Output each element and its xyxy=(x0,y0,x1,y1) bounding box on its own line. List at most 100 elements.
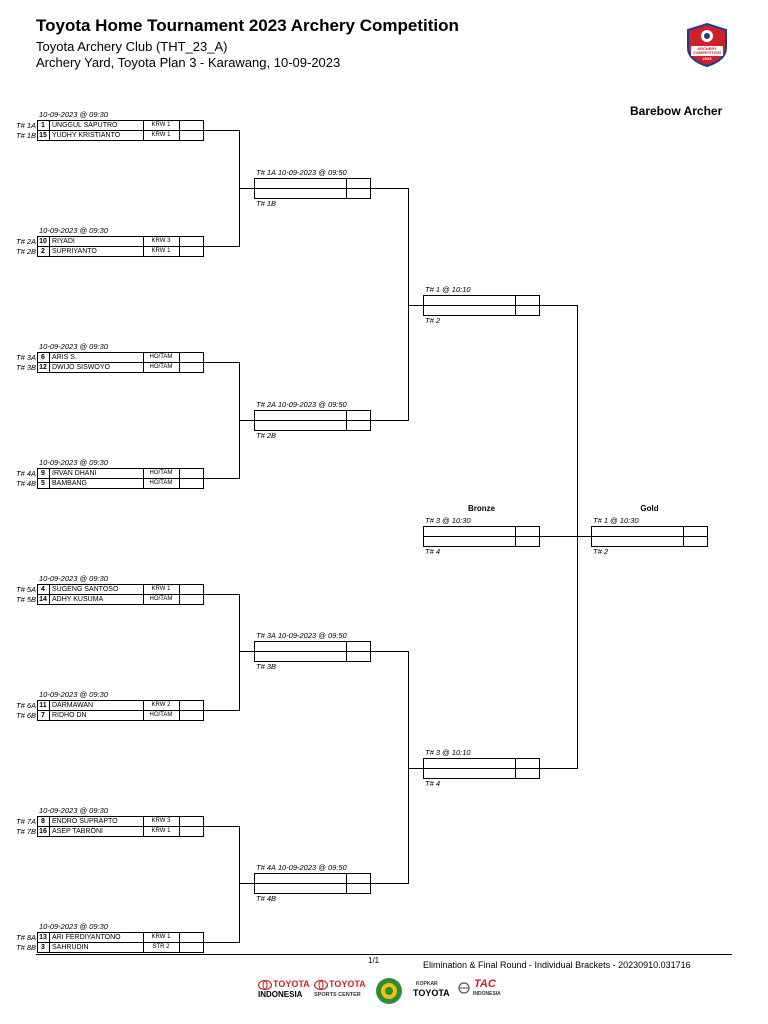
seed-number: 13 xyxy=(39,934,47,941)
archer-name: BAMBANG xyxy=(52,480,88,487)
archer-slot[interactable] xyxy=(37,594,204,605)
archer-slot[interactable] xyxy=(423,768,540,779)
semifinal-match: T# 1 @ 10:10 T# 2 xyxy=(423,285,543,325)
archer-slot[interactable] xyxy=(423,305,540,316)
target-label: T# 5B xyxy=(15,595,36,604)
archer-slot[interactable] xyxy=(254,883,371,894)
match-time: 10-09-2023 @ 09:30 xyxy=(39,458,108,467)
page-number: 1/1 xyxy=(368,956,380,965)
match-time: 10-09-2023 @ 09:30 xyxy=(39,342,108,351)
archer-name: RIYADI xyxy=(52,238,75,245)
target-label: T# 6B xyxy=(15,711,36,720)
archer-name: ARI FERDIYANTONO xyxy=(52,934,121,941)
semifinal-match: T# 3 @ 10:10 T# 4 xyxy=(423,748,543,788)
archer-slot[interactable] xyxy=(254,420,371,431)
match-time: 10-09-2023 @ 09:30 xyxy=(39,110,108,119)
club-code: HO/TAM xyxy=(149,470,173,476)
archer-name: YUDHY KRISTIANTO xyxy=(52,132,121,139)
match-time: T# 1 @ 10:10 xyxy=(425,285,471,294)
target-label: T# 4B xyxy=(256,894,277,903)
club-code: KRW 3 xyxy=(151,818,171,824)
club-code: HO/TAM xyxy=(149,354,173,360)
archer-slot[interactable] xyxy=(591,536,708,547)
match-time: T# 3A 10-09-2023 @ 09:50 xyxy=(256,631,347,640)
seed-number: 10 xyxy=(39,238,47,245)
club-code: KRW 1 xyxy=(151,934,171,940)
toyota-emblem-icon xyxy=(258,980,272,990)
sponsor-sub: INDONESIA xyxy=(473,991,501,997)
gold-match: Gold T# 1 @ 10:30 T# 2 xyxy=(591,504,711,556)
match-time: 10-09-2023 @ 09:30 xyxy=(39,806,108,815)
archer-slot[interactable] xyxy=(37,246,204,257)
club-code: STR 2 xyxy=(152,944,170,950)
club-code: HO/TAM xyxy=(149,480,173,486)
round1-match: 10-09-2023 @ 09:30 T# 5A T# 5B 4 14 SUGE… xyxy=(0,574,240,606)
target-label: T# 2 xyxy=(593,547,609,556)
target-label: T# 7A xyxy=(15,817,36,826)
target-label: T# 8B xyxy=(15,943,36,952)
archer-slot[interactable] xyxy=(254,651,371,662)
round1-match: 10-09-2023 @ 09:30 T# 2A T# 2B 10 2 RIYA… xyxy=(0,226,240,258)
target-label: T# 2B xyxy=(15,247,36,256)
archer-slot[interactable] xyxy=(37,826,204,837)
target-label: T# 1B xyxy=(15,131,36,140)
archer-name: RIDHO DN xyxy=(52,712,87,719)
seed-number: 12 xyxy=(39,364,47,371)
club-code: KRW 1 xyxy=(151,586,171,592)
seed-number: 3 xyxy=(41,944,45,951)
target-label: T# 3A xyxy=(15,353,36,362)
target-label: T# 4A xyxy=(15,469,36,478)
toyota-sports-center-logo: TOYOTA SPORTS CENTER xyxy=(314,976,372,1006)
target-label: T# 4 xyxy=(425,547,441,556)
match-time: 10-09-2023 @ 09:30 xyxy=(39,574,108,583)
seed-number: 4 xyxy=(41,586,45,593)
bronze-label: Bronze xyxy=(467,504,496,513)
archer-slot[interactable] xyxy=(423,536,540,547)
archer-name: SUGENG SANTOSO xyxy=(52,586,119,593)
match-time: 10-09-2023 @ 09:30 xyxy=(39,226,108,235)
archer-slot[interactable] xyxy=(37,478,204,489)
club-code: KRW 1 xyxy=(151,132,171,138)
archer-name: ENDRO SUPRAPTO xyxy=(52,818,118,825)
seed-number: 14 xyxy=(39,596,47,603)
club-code: HO/TAM xyxy=(149,712,173,718)
seed-number: 11 xyxy=(39,702,47,709)
round1-match: 10-09-2023 @ 09:30 T# 4A T# 4B 9 5 IRVAN… xyxy=(0,458,240,490)
seed-number: 5 xyxy=(41,480,45,487)
match-time: T# 3 @ 10:10 xyxy=(425,748,471,757)
venue-subtitle: Archery Yard, Toyota Plan 3 - Karawang, … xyxy=(36,55,341,70)
archer-slot[interactable] xyxy=(37,362,204,373)
club-code: HO/TAM xyxy=(149,364,173,370)
sponsor-name: KOPKAR xyxy=(416,981,438,987)
club-subtitle: Toyota Archery Club (THT_23_A) xyxy=(36,39,228,54)
sponsor-name: TOYOTA xyxy=(273,979,310,989)
archer-name: ADHY KUSUMA xyxy=(52,596,104,603)
target-label: T# 5A xyxy=(15,585,36,594)
club-code: KRW 1 xyxy=(151,828,171,834)
club-code: KRW 1 xyxy=(151,122,171,128)
logo-year: 2023 xyxy=(702,56,712,61)
archer-slot[interactable] xyxy=(37,710,204,721)
archer-slot[interactable] xyxy=(254,188,371,199)
sponsor-sub: TOYOTA xyxy=(413,988,450,998)
round1-match: 10-09-2023 @ 09:30 T# 1A T# 1B 1 15 UNGG… xyxy=(0,110,240,142)
archer-slot[interactable] xyxy=(37,942,204,953)
target-label: T# 3B xyxy=(256,662,277,671)
match-time: T# 3 @ 10:30 xyxy=(425,516,471,525)
seed-number: 16 xyxy=(39,828,47,835)
gold-label: Gold xyxy=(640,504,659,513)
archer-slot[interactable] xyxy=(37,130,204,141)
seed-number: 2 xyxy=(41,248,45,255)
archer-name: DWIJO SISWOYO xyxy=(52,364,110,371)
sponsor-sub: INDONESIA xyxy=(258,990,303,999)
target-label: T# 1B xyxy=(256,199,277,208)
emblem-icon xyxy=(376,978,402,1004)
archer-name: ARIS S. xyxy=(52,354,77,361)
archer-name: DARMAWAN xyxy=(52,702,94,709)
target-label: T# 3B xyxy=(15,363,36,372)
shield-logo-icon xyxy=(687,22,727,68)
seed-number: 9 xyxy=(41,470,45,477)
match-time: 10-09-2023 @ 09:30 xyxy=(39,922,108,931)
seed-number: 8 xyxy=(41,818,45,825)
club-code: HO/TAM xyxy=(149,596,173,602)
